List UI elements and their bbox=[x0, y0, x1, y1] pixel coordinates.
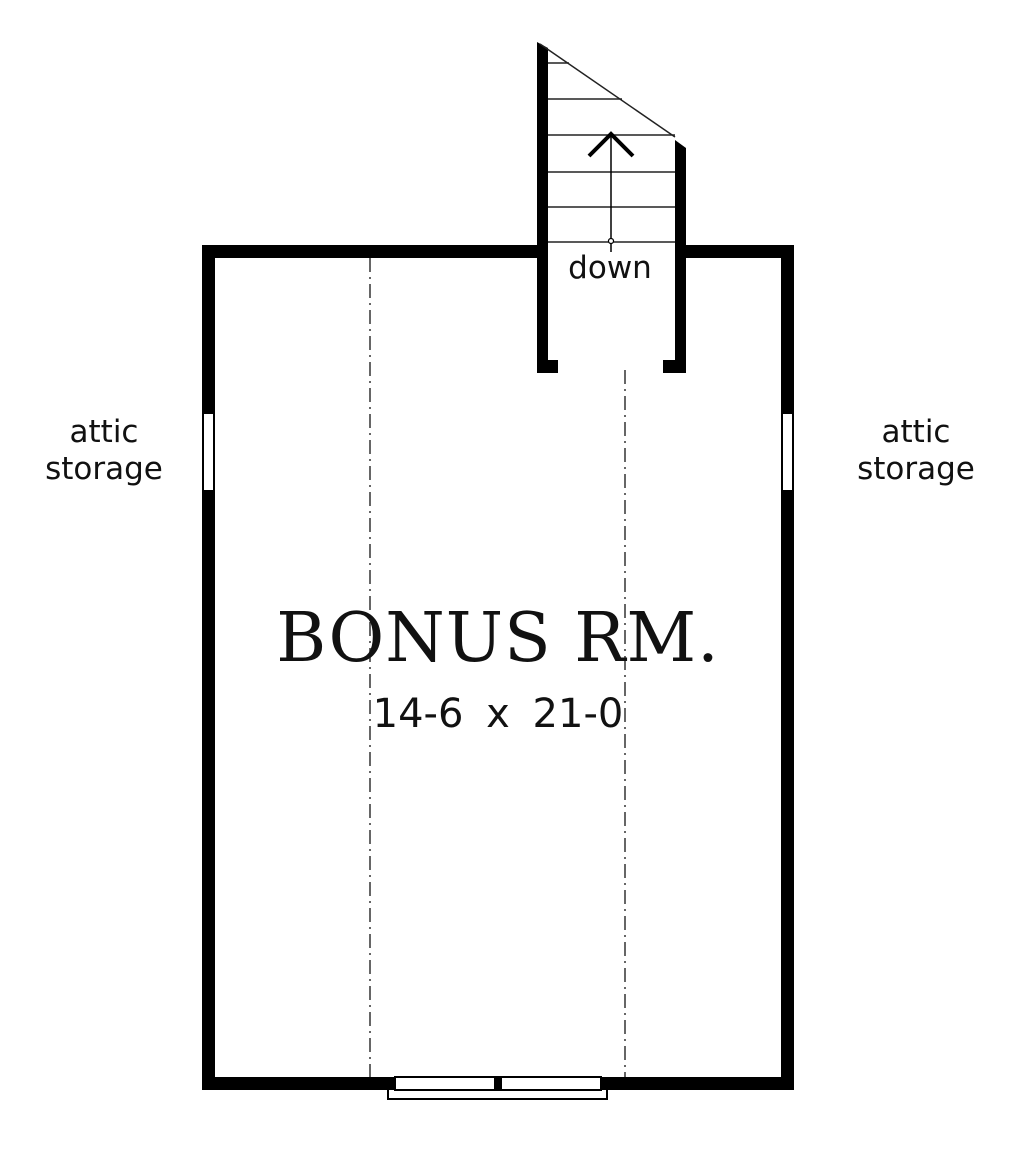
attic-storage-left-label: attic storage bbox=[14, 414, 194, 488]
storage-word: storage bbox=[45, 451, 163, 488]
attic-word: attic bbox=[69, 414, 139, 450]
exterior-walls bbox=[202, 245, 794, 1090]
stair-direction-label: down bbox=[568, 250, 652, 286]
window-right bbox=[781, 412, 794, 492]
stair-treads bbox=[539, 43, 676, 243]
room-dimensions: 14-6 x 21-0 bbox=[372, 691, 624, 737]
stair-walls bbox=[537, 42, 686, 373]
up-arrow-icon bbox=[587, 131, 635, 252]
window-bottom bbox=[387, 1076, 608, 1100]
attic-word: attic bbox=[881, 414, 951, 450]
room-name: BONUS RM. bbox=[276, 599, 720, 678]
ceiling-slope-lines bbox=[369, 258, 626, 1077]
attic-storage-right-label: attic storage bbox=[826, 414, 1006, 488]
storage-word: storage bbox=[857, 451, 975, 488]
window-left bbox=[202, 412, 215, 492]
